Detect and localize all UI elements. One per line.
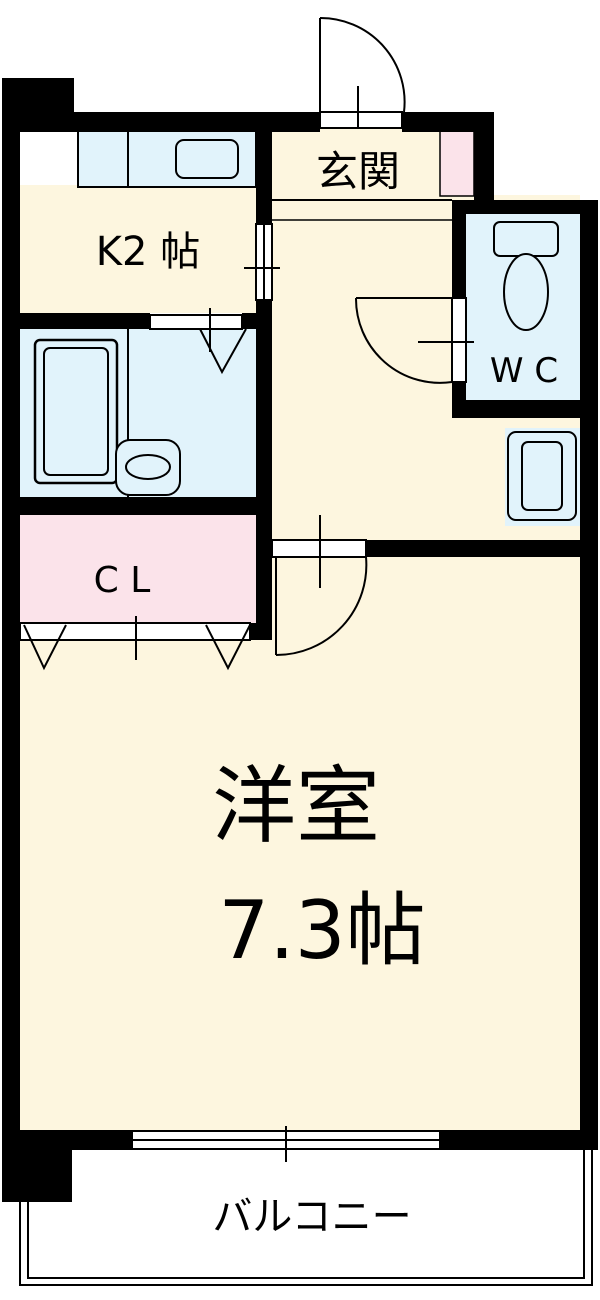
balcony-label: バルコニー [212,1194,411,1240]
shoe-cabinet [439,127,475,197]
washing-machine-icon [507,431,577,521]
walls [2,78,598,1202]
toilet-icon [493,221,559,331]
wc-label: W C [490,351,558,391]
closet-folding-doors [19,616,251,671]
balcony-sash [131,1126,441,1162]
bathtub-icon [33,338,119,485]
kitchen-sliding-door [244,223,280,301]
washbasin-icon [115,439,181,496]
western-room-size: 7.3帖 [218,884,425,977]
entry-door [319,16,406,129]
genkan-area [272,125,440,195]
wc-door [354,297,474,384]
balcony-outline [19,1150,593,1286]
genkan-label: 玄関 [316,147,400,196]
room-door [271,515,368,657]
western-room-name: 洋室 [212,757,380,855]
bath-folding-door [149,308,247,375]
kitchen-label: K2 帖 [96,229,200,275]
closet-label: C L [94,560,151,601]
kitchen-area [20,185,260,313]
sink-icon [175,139,239,179]
closet [20,515,256,625]
